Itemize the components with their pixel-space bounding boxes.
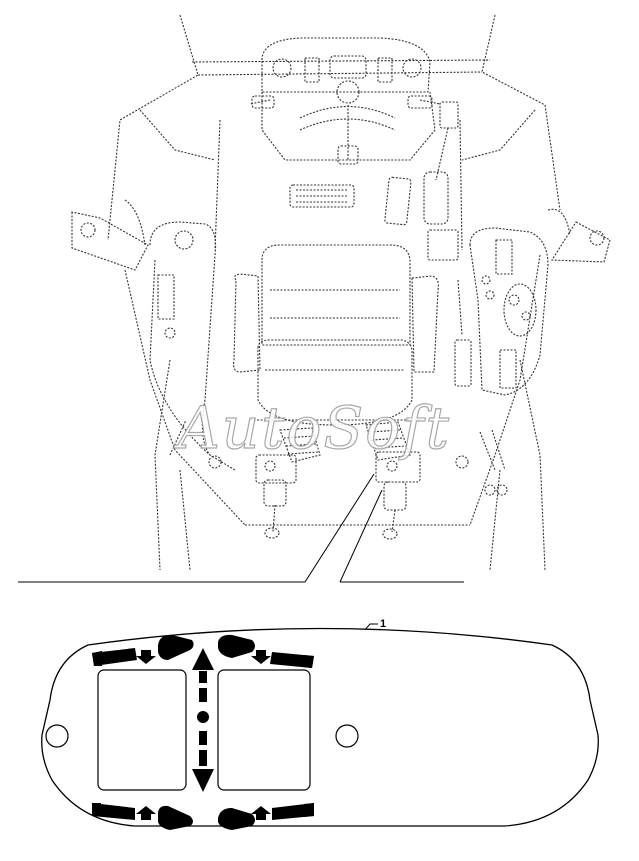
front-console — [249, 37, 441, 165]
joystick-label-plate — [41, 627, 599, 830]
left-window — [97, 669, 187, 791]
pedals — [289, 176, 412, 226]
right-window — [217, 669, 311, 791]
detail-leader-lines — [18, 473, 464, 656]
right-mounting-hole — [335, 724, 359, 748]
left-side-panel — [71, 199, 236, 471]
bottom-left-lever-icon — [92, 803, 193, 830]
bottom-right-lever-icon — [218, 803, 314, 830]
operator-seat — [233, 244, 439, 426]
vertical-double-arrow — [192, 648, 214, 792]
watermark-text: AutoSoft — [173, 394, 451, 462]
cab-frame — [107, 14, 561, 571]
callout-number-1: 1 — [380, 618, 386, 630]
top-left-lever-icon — [92, 634, 194, 666]
left-joystick — [255, 427, 321, 539]
right-control-panel — [454, 208, 611, 496]
cab-illustration — [71, 14, 611, 571]
left-mounting-hole — [45, 724, 69, 748]
top-right-lever-icon — [218, 634, 314, 668]
right-joystick — [365, 421, 421, 540]
right-shift-lever — [423, 101, 459, 261]
